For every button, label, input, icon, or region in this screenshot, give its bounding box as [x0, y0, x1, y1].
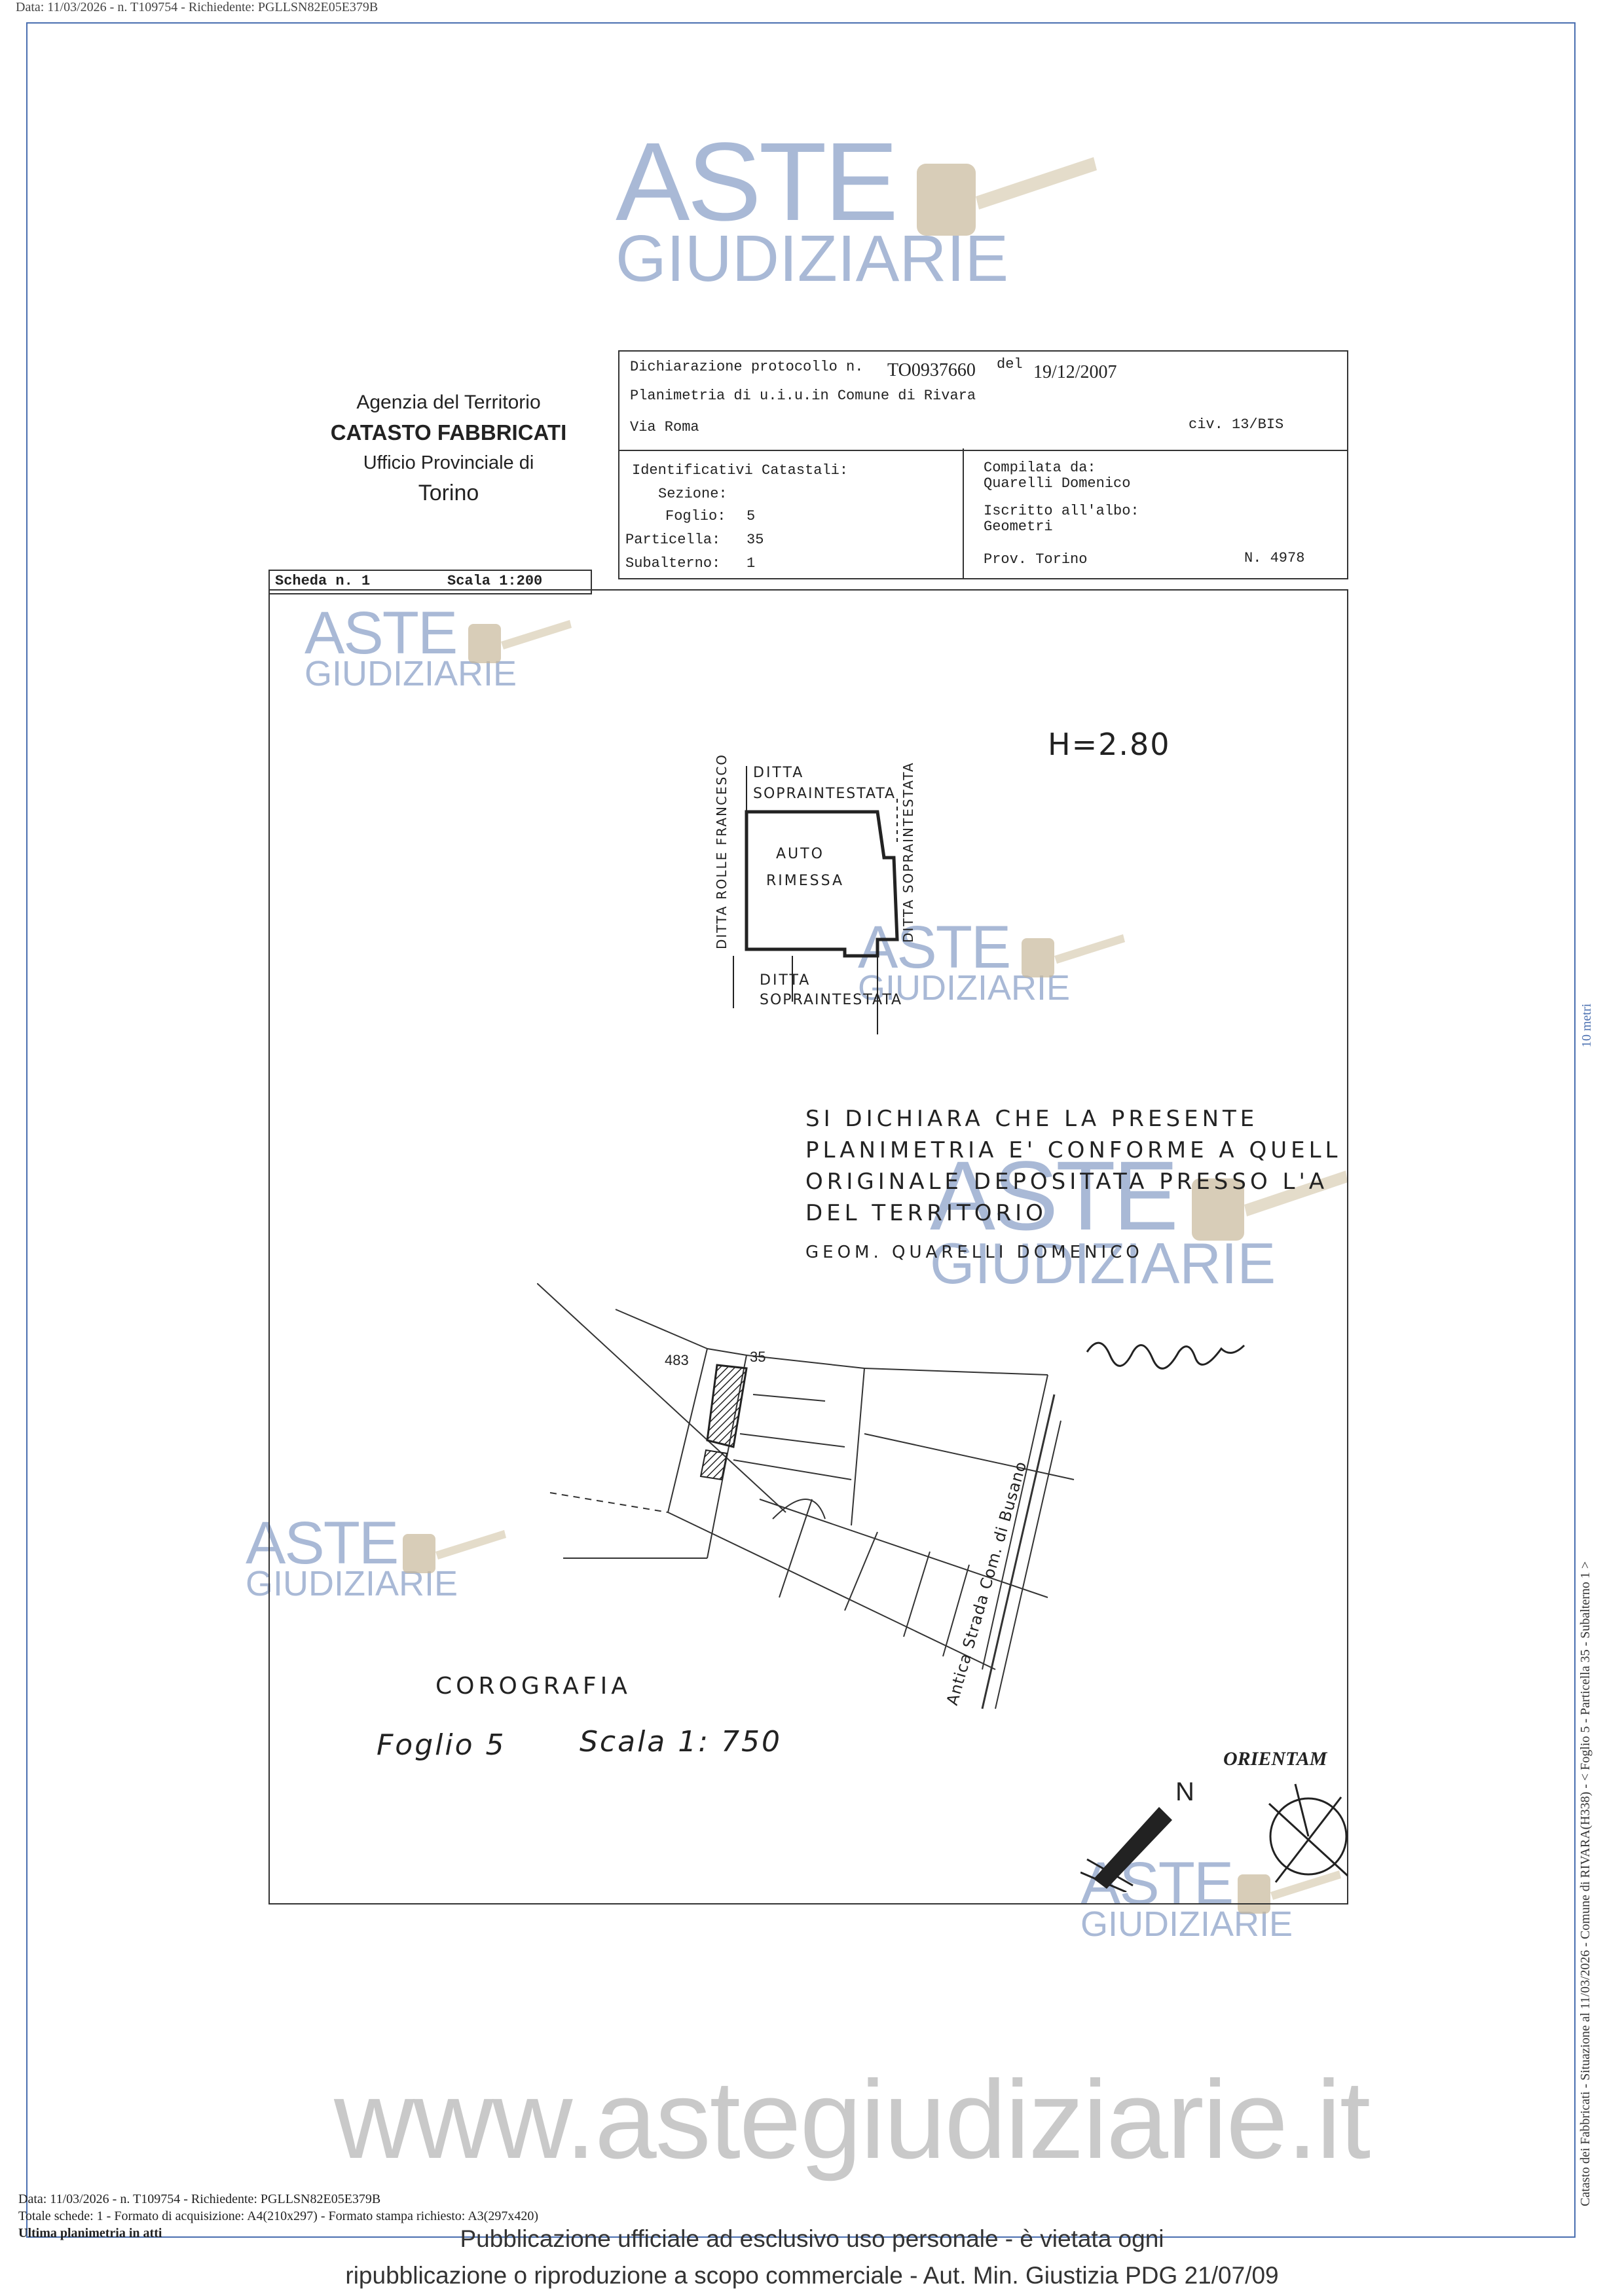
watermark-aste: ASTE [304, 600, 458, 666]
watermark-logo-4: ASTE GIUDIZIARIE [930, 1139, 1348, 1297]
compiled-title: Compilata da: [984, 460, 1096, 476]
planimetry-line: Planimetria di u.i.u.in Comune di Rivara [630, 388, 976, 404]
civic-number: civ. 13/BIS [1189, 416, 1284, 433]
side-catasto-text: Catasto dei Fabbricati - Situazione al 1… [1578, 1561, 1593, 2206]
declaration-date: 19/12/2007 [1033, 362, 1117, 382]
conformity-declaration: SI DICHIARA CHE LA PRESENTE PLANIMETRIA … [805, 1103, 1341, 1268]
ditta-right-label: DITTA SOPRAINTESTATA [900, 761, 916, 943]
albo-value: Geometri [984, 519, 1053, 535]
catasto-title: CATASTO FABBRICATI [330, 420, 567, 445]
page-frame [26, 22, 1576, 2238]
height-annotation: H=2.80 [1048, 727, 1171, 762]
watermark-logo-2: ASTE GIUDIZIARIE [304, 599, 572, 694]
ditta-bottom-label: DITTA [760, 972, 811, 989]
gavel-icon [403, 1530, 506, 1573]
scheda-box [268, 570, 592, 594]
identifiers-box [618, 448, 1348, 579]
watermark-logo-5: ASTE GIUDIZIARIE [246, 1509, 506, 1604]
gavel-icon [917, 157, 1097, 236]
corografia-scale: Scala 1: 750 [580, 1725, 783, 1758]
declaration-box [618, 350, 1348, 451]
publication-line-2: ripubblicazione o riproduzione a scopo c… [345, 2262, 1279, 2289]
site-watermark: www.astegiudiziarie.it [334, 2058, 1371, 2182]
side-scale-label: 10 metri [1579, 1003, 1594, 1048]
bottom-info-line-2: Totale schede: 1 - Formato di acquisizio… [18, 2209, 538, 2223]
watermark-logo-6: ASTE GIUDIZIARIE [1080, 1850, 1341, 1944]
compiled-name: Quarelli Domenico [984, 475, 1131, 492]
albo-number: N. 4978 [1244, 550, 1305, 566]
watermark-logo-top: ASTE GIUDIZIARIE [616, 118, 1097, 297]
compass-icon [1268, 1783, 1348, 1883]
bottom-info: Data: 11/03/2026 - n. T109754 - Richiede… [18, 2191, 538, 2242]
albo-label: Iscritto all'albo: [984, 503, 1139, 519]
watermark-aste: ASTE [858, 914, 1011, 981]
corografia-title: COROGRAFIA [435, 1673, 631, 1700]
declare-line-5: GEOM. QUARELLI DOMENICO [805, 1243, 1143, 1262]
drawing-frame [268, 589, 1348, 1904]
north-label: N [1175, 1777, 1194, 1806]
north-arrow-icon [1080, 1807, 1172, 1892]
parcel-35-label: 35 [750, 1349, 766, 1365]
orientation-label: ORIENTAM [1223, 1748, 1327, 1770]
corografia-foglio: Foglio 5 [377, 1728, 506, 1762]
watermark-aste: ASTE [616, 120, 898, 244]
declare-line-1: SI DICHIARA CHE LA PRESENTE [805, 1106, 1259, 1132]
subalterno-label: Subalterno: [625, 555, 721, 572]
watermark-aste: ASTE [930, 1140, 1179, 1250]
agency-name: Agenzia del Territorio [356, 392, 541, 413]
bottom-info-line-1: Data: 11/03/2026 - n. T109754 - Richiede… [18, 2192, 381, 2206]
auto-label: AUTO [776, 846, 824, 862]
gavel-icon [1022, 934, 1125, 977]
corografia-map [537, 1283, 1075, 1709]
watermark-aste: ASTE [246, 1510, 399, 1576]
declare-line-2: PLANIMETRIA E' CONFORME A QUELL [805, 1137, 1342, 1163]
address: Via Roma [630, 419, 699, 435]
foglio-label: Foglio: [665, 508, 726, 524]
floor-plan [733, 766, 899, 1034]
foglio-value: 5 [747, 508, 756, 524]
ufficio-city: Torino [418, 481, 479, 505]
ditta-left-label: DITTA ROLLE FRANCESCO [714, 753, 729, 949]
province: Prov. Torino [984, 551, 1088, 568]
gavel-icon [468, 620, 572, 663]
ditta-top-label-2: SOPRAINTESTATA [753, 786, 896, 802]
sezione-label: Sezione: [658, 486, 728, 502]
identifiers-divider [963, 448, 964, 578]
protocol-label: Dichiarazione protocollo n. [630, 359, 864, 375]
publication-notice: Pubblicazione ufficiale ad esclusivo uso… [0, 2221, 1624, 2294]
ditta-bottom-label-2: SOPRAINTESTATA [760, 992, 903, 1008]
header-text: Data: 11/03/2026 - n. T109754 - Richiede… [16, 0, 378, 14]
declare-line-3: ORIGINALE DEPOSITATA PRESSO L'A [805, 1169, 1329, 1195]
gavel-icon [1192, 1171, 1348, 1241]
identifiers-title: Identificativi Catastali: [632, 462, 849, 479]
declare-line-4: DEL TERRITORIO [805, 1200, 1047, 1226]
scheda-scale: Scala 1:200 [447, 573, 543, 589]
ufficio-label: Ufficio Provinciale di [363, 452, 534, 473]
agency-block: Agenzia del Territorio CATASTO FABBRICAT… [282, 388, 616, 508]
ditta-top-label: DITTA [753, 765, 805, 781]
publication-line-1: Pubblicazione ufficiale ad esclusivo uso… [460, 2225, 1164, 2252]
rimessa-label: RIMESSA [766, 873, 845, 889]
date-label: del [997, 356, 1023, 373]
watermark-giudiziarie: GIUDIZIARIE [930, 1231, 1276, 1296]
signature [1086, 1341, 1246, 1370]
particella-label: Particella: [625, 532, 721, 548]
parcel-483-label: 483 [665, 1352, 689, 1368]
particella-value: 35 [747, 532, 764, 548]
scheda-label: Scheda n. 1 [275, 573, 371, 589]
watermark-logo-3: ASTE GIUDIZIARIE [858, 913, 1125, 1008]
protocol-number: TO0937660 [887, 360, 976, 380]
bottom-info-line-3: Ultima planimetria in atti [18, 2226, 162, 2240]
subalterno-value: 1 [747, 555, 756, 572]
